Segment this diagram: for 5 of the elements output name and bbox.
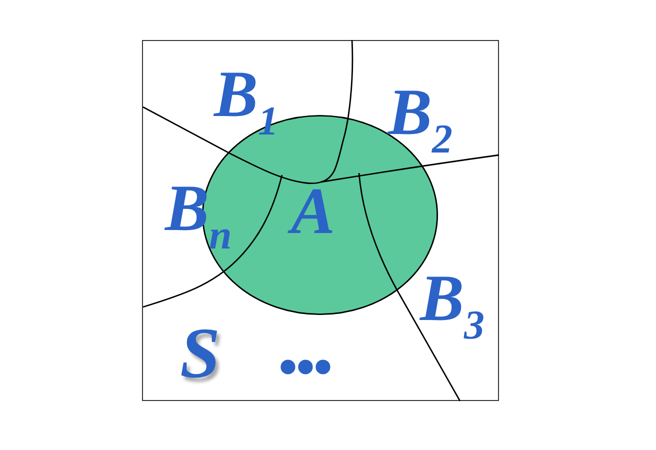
sample-space-box bbox=[142, 40, 499, 401]
ellipsis-label: ... bbox=[280, 299, 334, 389]
region-label: B$_{2}$ bbox=[388, 80, 454, 160]
region-label: B$_{3}$ bbox=[420, 266, 486, 346]
set-label: S bbox=[180, 317, 222, 389]
